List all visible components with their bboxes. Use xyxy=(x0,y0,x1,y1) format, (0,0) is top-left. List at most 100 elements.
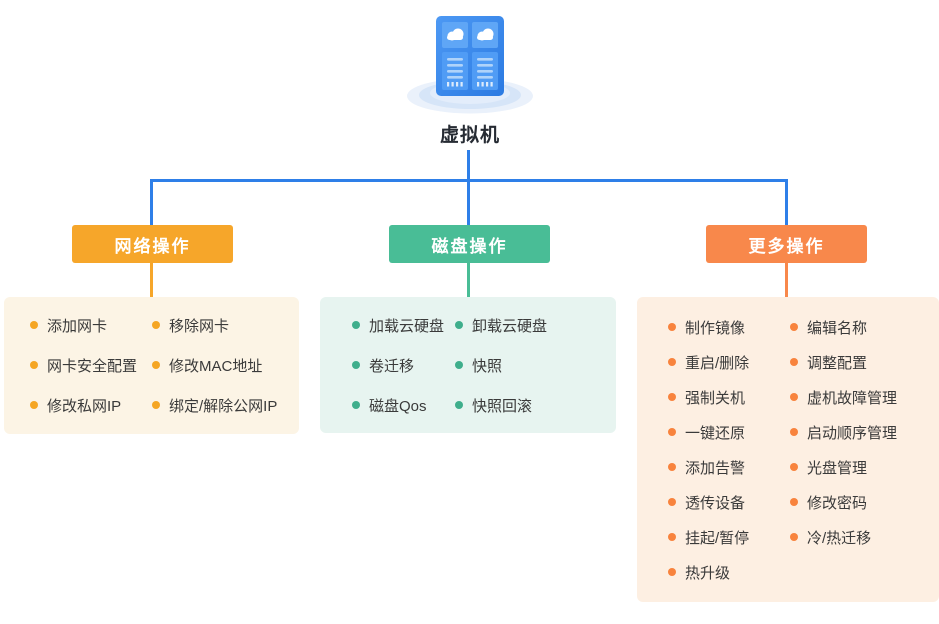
more-column-1: 制作镜像 重启/删除 强制关机 一键还原 添加告警 透传设备 挂起/暂停 热升级 xyxy=(668,317,749,582)
virtual-machine-icon xyxy=(407,16,533,114)
cloud-icon xyxy=(447,35,463,40)
disk-column-1: 加载云硬盘 卷迁移 磁盘Qos xyxy=(352,315,444,415)
operation-label: 虚机故障管理 xyxy=(807,389,898,407)
list-item: 冷/热迁移 xyxy=(790,527,897,547)
network-column-1: 添加网卡 网卡安全配置 修改私网IP xyxy=(30,315,137,415)
operation-label: 移除网卡 xyxy=(169,317,230,335)
connector-drop-disk xyxy=(467,179,470,225)
list-item: 添加网卡 xyxy=(30,315,137,335)
bullet-icon xyxy=(352,321,360,329)
list-item: 透传设备 xyxy=(668,492,749,512)
list-item: 加载云硬盘 xyxy=(352,315,444,335)
operation-label: 快照回滚 xyxy=(472,397,533,415)
operation-label: 制作镜像 xyxy=(685,319,746,337)
bullet-icon xyxy=(455,401,463,409)
bullet-icon xyxy=(455,361,463,369)
bullet-icon xyxy=(30,401,38,409)
list-item: 修改MAC地址 xyxy=(152,355,277,375)
operation-label: 冷/热迁移 xyxy=(807,529,872,547)
operation-label: 挂起/暂停 xyxy=(685,529,750,547)
list-item: 一键还原 xyxy=(668,422,749,442)
operation-label: 光盘管理 xyxy=(807,459,868,477)
operation-label: 添加告警 xyxy=(685,459,746,477)
list-item: 修改密码 xyxy=(790,492,897,512)
bullet-icon xyxy=(668,428,676,436)
list-item: 网卡安全配置 xyxy=(30,355,137,375)
operation-label: 加载云硬盘 xyxy=(369,317,445,335)
operation-label: 透传设备 xyxy=(685,494,746,512)
operation-label: 编辑名称 xyxy=(807,319,868,337)
bullet-icon xyxy=(668,393,676,401)
stub-disk xyxy=(467,263,470,297)
operation-label: 强制关机 xyxy=(685,389,746,407)
panel-network-operations: 添加网卡 网卡安全配置 修改私网IP 移除网卡 修改MAC地址 绑定/解除公网I… xyxy=(4,297,299,434)
operation-label: 修改MAC地址 xyxy=(169,357,263,375)
panel-disk-operations: 加载云硬盘 卷迁移 磁盘Qos 卸载云硬盘 快照 快照回滚 xyxy=(320,297,616,433)
list-item: 修改私网IP xyxy=(30,395,137,415)
operation-label: 绑定/解除公网IP xyxy=(169,397,278,415)
bullet-icon xyxy=(790,498,798,506)
list-item: 热升级 xyxy=(668,562,749,582)
bullet-icon xyxy=(790,533,798,541)
operation-label: 网卡安全配置 xyxy=(47,357,138,375)
bullet-icon xyxy=(668,358,676,366)
list-item: 虚机故障管理 xyxy=(790,387,897,407)
bullet-icon xyxy=(790,428,798,436)
bullet-icon xyxy=(152,321,160,329)
bullet-icon xyxy=(352,401,360,409)
list-item: 卸载云硬盘 xyxy=(455,315,547,335)
list-item: 磁盘Qos xyxy=(352,395,444,415)
list-item: 制作镜像 xyxy=(668,317,749,337)
list-item: 强制关机 xyxy=(668,387,749,407)
list-item: 移除网卡 xyxy=(152,315,277,335)
operation-label: 调整配置 xyxy=(807,354,868,372)
operation-label: 卸载云硬盘 xyxy=(472,317,548,335)
operation-label: 一键还原 xyxy=(685,424,746,442)
cloud-icon xyxy=(477,35,493,40)
operation-label: 修改密码 xyxy=(807,494,868,512)
bullet-icon xyxy=(790,358,798,366)
bullet-icon xyxy=(668,323,676,331)
list-item: 快照 xyxy=(455,355,547,375)
bullet-icon xyxy=(790,463,798,471)
operation-label: 卷迁移 xyxy=(369,357,415,375)
disk-column-2: 卸载云硬盘 快照 快照回滚 xyxy=(455,315,547,415)
operation-label: 重启/删除 xyxy=(685,354,750,372)
connector-root-vertical xyxy=(467,150,470,180)
bullet-icon xyxy=(790,323,798,331)
list-item: 启动顺序管理 xyxy=(790,422,897,442)
bullet-icon xyxy=(790,393,798,401)
stub-more xyxy=(785,263,788,297)
bullet-icon xyxy=(668,463,676,471)
list-item: 编辑名称 xyxy=(790,317,897,337)
stub-network xyxy=(150,263,153,297)
operation-label: 修改私网IP xyxy=(47,397,122,415)
operation-label: 磁盘Qos xyxy=(369,397,427,415)
operation-label: 热升级 xyxy=(685,564,731,582)
network-column-2: 移除网卡 修改MAC地址 绑定/解除公网IP xyxy=(152,315,277,415)
bullet-icon xyxy=(668,568,676,576)
bullet-icon xyxy=(668,533,676,541)
panel-more-operations: 制作镜像 重启/删除 强制关机 一键还原 添加告警 透传设备 挂起/暂停 热升级… xyxy=(637,297,939,602)
connector-drop-more xyxy=(785,179,788,225)
bullet-icon xyxy=(668,498,676,506)
bullet-icon xyxy=(455,321,463,329)
bullet-icon xyxy=(30,361,38,369)
list-item: 重启/删除 xyxy=(668,352,749,372)
list-item: 光盘管理 xyxy=(790,457,897,477)
operation-label: 启动顺序管理 xyxy=(807,424,898,442)
header-network-operations: 网络操作 xyxy=(72,225,233,263)
operation-label: 添加网卡 xyxy=(47,317,108,335)
list-item: 绑定/解除公网IP xyxy=(152,395,277,415)
bullet-icon xyxy=(152,361,160,369)
list-item: 卷迁移 xyxy=(352,355,444,375)
list-item: 调整配置 xyxy=(790,352,897,372)
operation-label: 快照 xyxy=(472,357,503,375)
bullet-icon xyxy=(152,401,160,409)
header-more-operations: 更多操作 xyxy=(706,225,867,263)
list-item: 添加告警 xyxy=(668,457,749,477)
root-node-label: 虚拟机 xyxy=(439,125,500,146)
header-disk-operations: 磁盘操作 xyxy=(389,225,550,263)
more-column-2: 编辑名称 调整配置 虚机故障管理 启动顺序管理 光盘管理 修改密码 冷/热迁移 xyxy=(790,317,897,547)
